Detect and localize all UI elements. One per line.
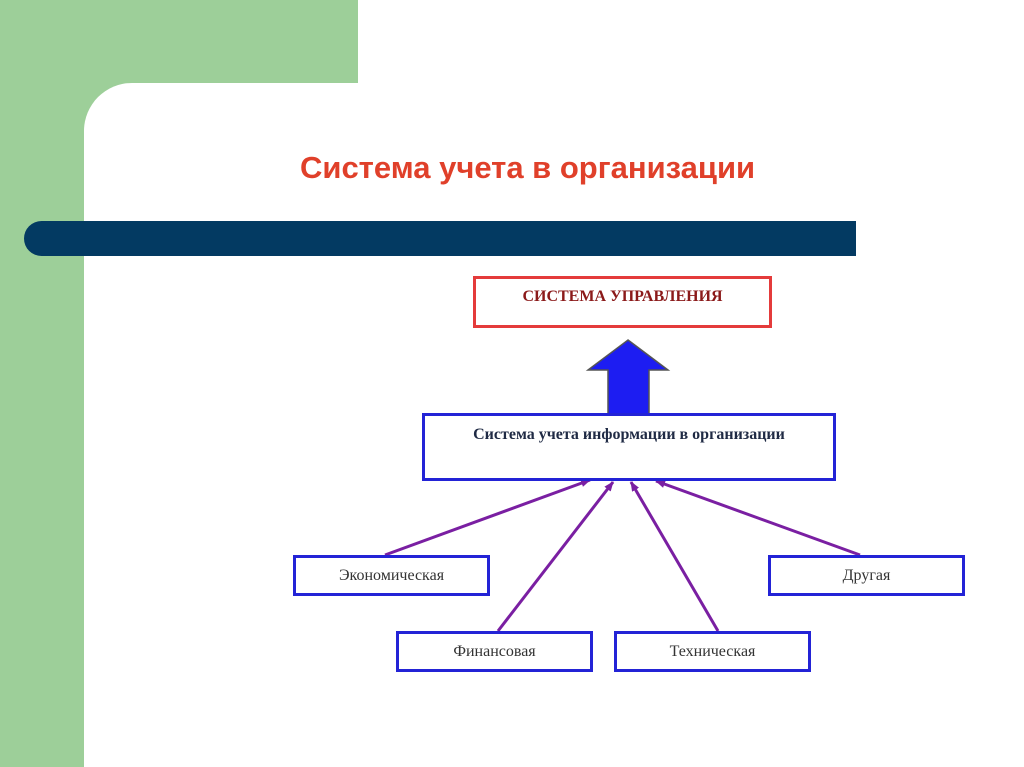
slide-title: Система учета в организации xyxy=(300,150,756,185)
up-arrow-icon xyxy=(585,339,671,415)
connector-financial xyxy=(496,481,615,632)
other-node: Другая xyxy=(768,555,965,596)
technical-node: Техническая xyxy=(614,631,811,672)
accounting-system-label: Система учета информации в организации xyxy=(473,426,785,443)
economic-label: Экономическая xyxy=(338,566,445,584)
management-system-label: СИСТЕМА УПРАВЛЕНИЯ xyxy=(522,288,723,305)
connector-economic xyxy=(384,478,591,557)
financial-label: Финансовая xyxy=(453,642,536,660)
connector-other xyxy=(655,479,861,557)
management-system-node: СИСТЕМА УПРАВЛЕНИЯ xyxy=(473,276,772,328)
accounting-system-node: Система учета информации в организации xyxy=(422,413,836,481)
connector-technical xyxy=(629,481,720,632)
economic-node: Экономическая xyxy=(293,555,490,596)
other-label: Другая xyxy=(842,566,891,584)
financial-node: Финансовая xyxy=(396,631,593,672)
header-bar xyxy=(24,221,856,256)
technical-label: Техническая xyxy=(669,642,756,660)
